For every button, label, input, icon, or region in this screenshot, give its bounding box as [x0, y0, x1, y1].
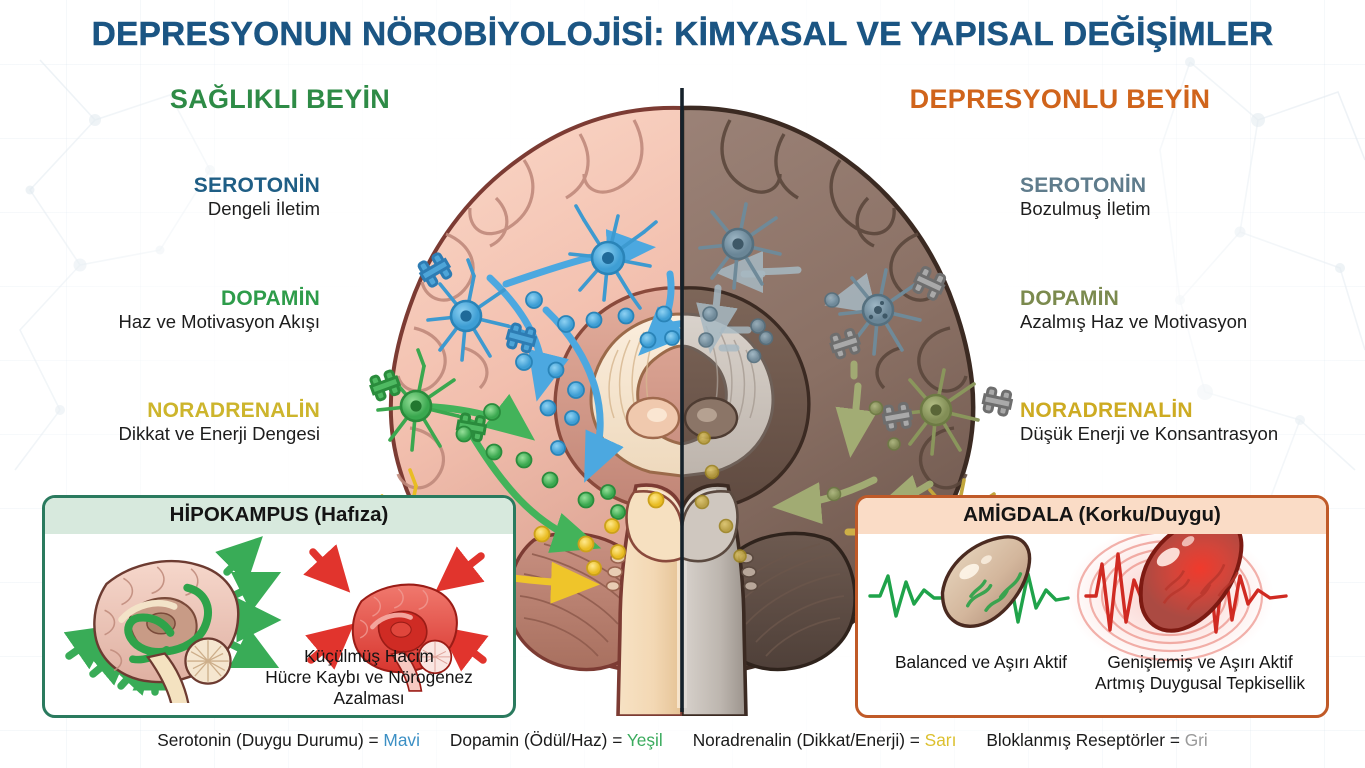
hippocampus-caption-line2: Hücre Kaybı ve Nörogenez Azalması [265, 666, 473, 708]
panel-hippocampus-header: HİPOKAMPUS (Hafıza) [45, 498, 513, 534]
label-noradrenalin-depressed-title: NORADRENALİN [1020, 399, 1193, 422]
legend-item-serotonin-label: Serotonin (Duygu Durumu) = [157, 730, 379, 750]
legend-item-blocked-receptors-value: Gri [1184, 730, 1208, 750]
label-dopamin-depressed-title: DOPAMİN [1020, 287, 1120, 310]
label-dopamin-healthy-title: DOPAMİN [220, 287, 320, 310]
label-serotonin-depressed: SEROTONİN Bozulmuş İletim [1020, 174, 1365, 220]
legend-item-serotonin-value: Mavi [383, 730, 420, 750]
neuron-dopamin-depressed [896, 368, 980, 456]
legend-item-dopamin: Dopamin (Ödül/Haz) = Yeşil [450, 730, 663, 751]
label-dopamin-healthy-desc: Haz ve Motivasyon Akışı [118, 311, 320, 333]
healthy-brain-heading: SAĞLIKLI BEYİN [169, 84, 391, 114]
panel-hippocampus: HİPOKAMPUS (Hafıza) [42, 495, 516, 718]
label-noradrenalin-depressed: NORADRENALİN Düşük Enerji ve Konsantrasy… [1020, 399, 1365, 445]
label-serotonin-healthy-desc: Dengeli İletim [207, 198, 320, 220]
legend-item-blocked-receptors-label: Bloklanmış Reseptörler = [986, 730, 1180, 750]
legend-item-noradrenalin-label: Noradrenalin (Dikkat/Enerji) = [692, 730, 920, 750]
label-noradrenalin-depressed-desc: Düşük Enerji ve Konsantrasyon [1020, 423, 1279, 445]
legend-item-blocked-receptors: Bloklanmış Reseptörler = Gri [986, 730, 1207, 751]
label-serotonin-healthy-title: SEROTONİN [193, 174, 320, 197]
label-noradrenalin-healthy-title: NORADRENALİN [147, 399, 320, 422]
hippocampus-diagram [63, 535, 489, 709]
hippocampus-caption: Küçülmüş Hacim Hücre Kaybı ve Nörogenez … [231, 646, 507, 709]
neuron-serotonin-2 [426, 258, 526, 362]
neuron-dopamin-1 [376, 348, 476, 452]
legend-item-noradrenalin: Noradrenalin (Dikkat/Enerji) = Sarı [693, 730, 957, 751]
label-dopamin-depressed-desc: Azalmış Haz ve Motivasyon [1020, 311, 1248, 333]
neuron-serotonin-depressed-2 [838, 268, 922, 356]
label-noradrenalin-healthy-desc: Dikkat ve Enerji Dengesi [118, 423, 320, 445]
legend: Serotonin (Duygu Durumu) = Mavi Dopamin … [0, 730, 1365, 751]
hippocampus-caption-line1: Küçülmüş Hacim [304, 645, 434, 666]
depressed-brain-heading: DEPRESYONLU BEYİN [909, 84, 1211, 114]
legend-item-dopamin-label: Dopamin (Ödül/Haz) = [449, 730, 623, 750]
panel-hippocampus-body: Küçülmüş Hacim Hücre Kaybı ve Nörogenez … [45, 534, 513, 709]
legend-item-serotonin: Serotonin (Duygu Durumu) = Mavi [157, 730, 420, 751]
label-serotonin-depressed-title: SEROTONİN [1020, 174, 1147, 197]
legend-item-noradrenalin-value: Sarı [924, 730, 957, 750]
page-title: DEPRESYONUN NÖROBİYOLOJİSİ: KİMYASAL VE … [91, 16, 1274, 53]
amygdala-enlarged-caption-line1: Genişlemiş ve Aşırı Aktif [1107, 651, 1293, 672]
panel-amygdala: AMİGDALA (Korku/Duygu) [855, 495, 1329, 718]
amygdala-normal [868, 534, 1070, 628]
amygdala-enlarged-caption: Genişlemiş ve Aşırı Aktif Artmış Duygusa… [1082, 652, 1318, 694]
vesicles-dopamin [455, 403, 626, 520]
vesicles-serotonin [515, 291, 680, 456]
label-serotonin-depressed-desc: Bozulmuş İletim [1020, 198, 1151, 220]
legend-item-dopamin-value: Yeşil [626, 730, 663, 750]
neuron-serotonin-depressed-1 [698, 202, 782, 290]
panel-amygdala-body: Balanced ve Aşırı Aktif Genişlemiş ve Aş… [858, 514, 1326, 703]
panel-amygdala-header: AMİGDALA (Korku/Duygu) [858, 498, 1326, 534]
label-dopamin-depressed: DOPAMİN Azalmış Haz ve Motivasyon [1020, 287, 1365, 333]
label-dopamin-healthy: DOPAMİN Haz ve Motivasyon Akışı [0, 287, 320, 333]
amygdala-normal-caption: Balanced ve Aşırı Aktif [895, 651, 1067, 672]
label-noradrenalin-healthy: NORADRENALİN Dikkat ve Enerji Dengesi [0, 399, 320, 445]
receptor-healthy [417, 252, 538, 354]
vesicles-noradrenalin [533, 491, 665, 576]
amygdala-enlarged [1066, 514, 1288, 668]
amygdala-diagram [868, 514, 1288, 668]
neuron-serotonin-1 [568, 204, 658, 310]
amygdala-enlarged-caption-line2: Artmış Duygusal Tepkisellik [1094, 672, 1305, 693]
label-serotonin-healthy: SEROTONİN Dengeli İletim [0, 174, 320, 220]
